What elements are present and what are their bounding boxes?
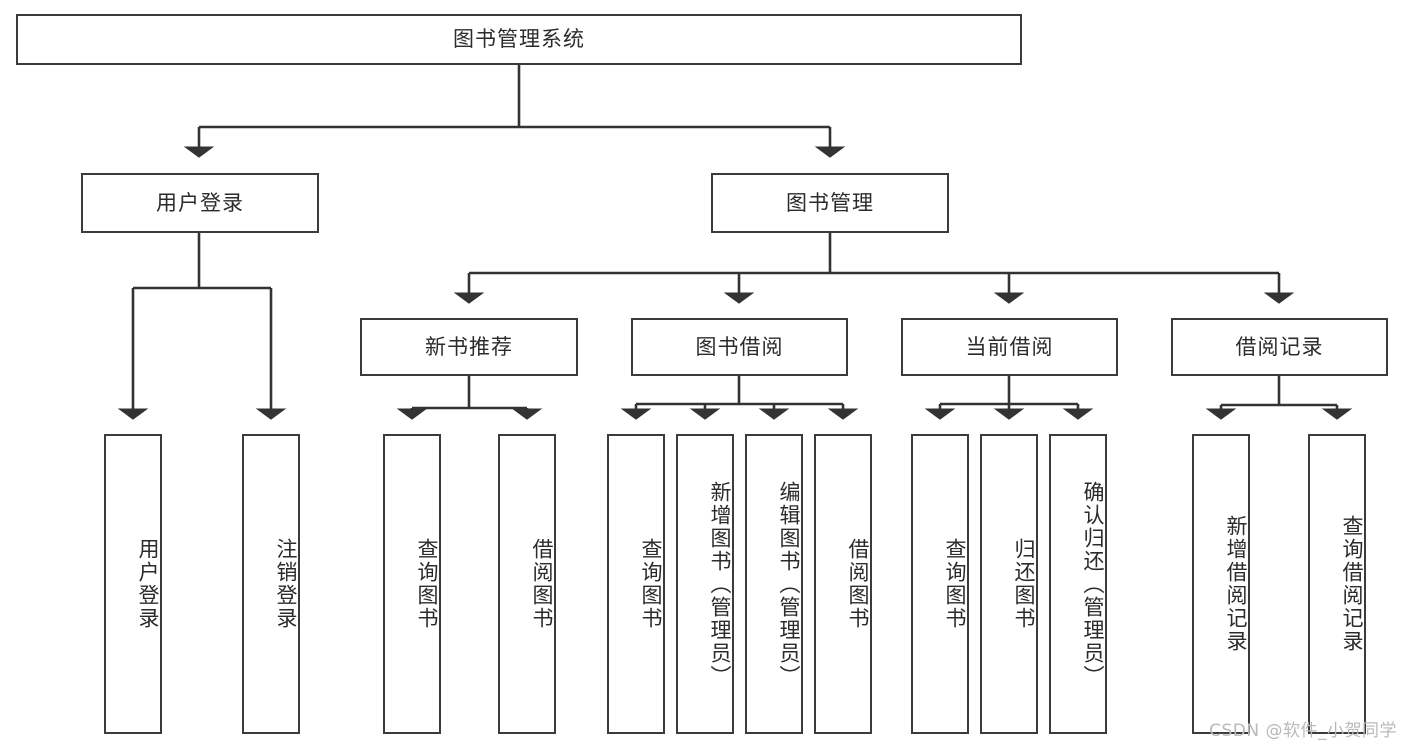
node-label: 当前借阅 — [965, 334, 1054, 359]
leaf-add-borrow-record[interactable]: 新增借阅记录 — [1192, 434, 1250, 734]
leaf-confirm-return-admin[interactable]: 确认归还（管理员） — [1049, 434, 1107, 734]
node-label: 查询图书 — [639, 538, 663, 630]
node-label: 查询图书 — [415, 538, 439, 630]
node-book-borrow[interactable]: 图书借阅 — [631, 318, 848, 376]
node-label: 编辑图书（管理员） — [777, 480, 801, 688]
leaf-query-book-recommend[interactable]: 查询图书 — [383, 434, 441, 734]
leaf-edit-book-admin[interactable]: 编辑图书（管理员） — [745, 434, 803, 734]
node-label: 借阅记录 — [1235, 334, 1324, 359]
node-label: 查询图书 — [943, 538, 967, 630]
node-user-login[interactable]: 用户登录 — [81, 173, 319, 233]
node-label: 图书管理系统 — [453, 27, 585, 52]
node-new-book-recommend[interactable]: 新书推荐 — [360, 318, 578, 376]
node-label: 查询借阅记录 — [1340, 515, 1364, 653]
node-root-system[interactable]: 图书管理系统 — [16, 14, 1022, 65]
node-label: 用户登录 — [136, 538, 160, 630]
node-label: 新书推荐 — [425, 334, 513, 359]
node-book-manage[interactable]: 图书管理 — [711, 173, 949, 233]
leaf-add-book-admin[interactable]: 新增图书（管理员） — [676, 434, 734, 734]
node-label: 借阅图书 — [846, 538, 870, 630]
node-label: 新增借阅记录 — [1224, 515, 1248, 653]
leaf-logout-login[interactable]: 注销登录 — [242, 434, 300, 734]
node-label: 注销登录 — [274, 538, 298, 630]
node-label: 图书管理 — [786, 190, 874, 215]
node-borrow-record[interactable]: 借阅记录 — [1171, 318, 1388, 376]
leaf-borrow-book-recommend[interactable]: 借阅图书 — [498, 434, 556, 734]
node-label: 用户登录 — [156, 190, 244, 215]
leaf-borrow-book[interactable]: 借阅图书 — [814, 434, 872, 734]
node-label: 借阅图书 — [530, 538, 554, 630]
node-label: 确认归还（管理员） — [1081, 480, 1105, 688]
node-current-borrow[interactable]: 当前借阅 — [901, 318, 1118, 376]
leaf-user-login[interactable]: 用户登录 — [104, 434, 162, 734]
leaf-return-book[interactable]: 归还图书 — [980, 434, 1038, 734]
leaf-query-book-borrow[interactable]: 查询图书 — [607, 434, 665, 734]
leaf-query-borrow-record[interactable]: 查询借阅记录 — [1308, 434, 1366, 734]
csdn-watermark: CSDN @软件_小贺同学 — [1209, 721, 1397, 741]
leaf-query-book-current[interactable]: 查询图书 — [911, 434, 969, 734]
node-label: 图书借阅 — [695, 334, 784, 359]
node-label: 新增图书（管理员） — [708, 480, 732, 688]
node-label: 归还图书 — [1012, 538, 1036, 630]
